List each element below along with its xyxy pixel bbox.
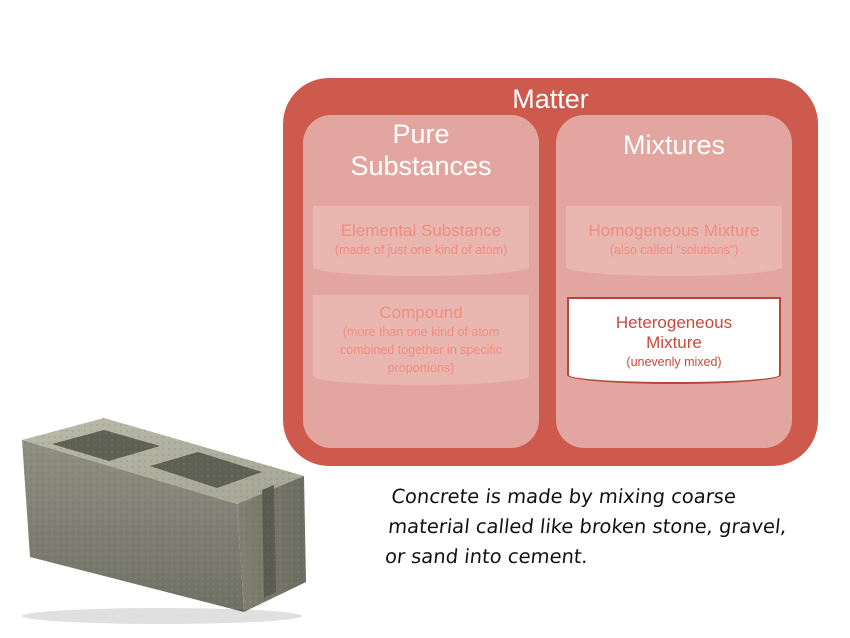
caption-line: or sand into cement. — [383, 545, 590, 568]
matter-box: Matter Pure Substances Elemental Substan… — [283, 78, 818, 466]
caption: Concrete is made by mixing coarse materi… — [384, 482, 813, 572]
heterogeneous-mixture-card: Heterogeneous Mixture (unevenly mixed) — [567, 297, 781, 384]
caption-line: material called like broken stone, grave… — [387, 515, 788, 538]
pure-substances-column: Pure Substances Elemental Substance (mad… — [303, 115, 539, 448]
elemental-substance-card: Elemental Substance (made of just one ki… — [313, 206, 529, 276]
compound-title: Compound — [379, 303, 463, 322]
compound-card: Compound (more than one kind of atom com… — [313, 295, 529, 385]
mixtures-column: Mixtures Homogeneous Mixture (also calle… — [556, 115, 792, 448]
elemental-substance-subtitle: (made of just one kind of atom) — [334, 243, 508, 257]
mixtures-title: Mixtures — [622, 130, 725, 160]
heterogeneous-mixture-title-line: Heterogeneous — [615, 313, 733, 332]
homogeneous-mixture-title: Homogeneous Mixture — [588, 221, 760, 240]
pure-substances-title: Pure Substances — [350, 119, 492, 181]
heterogeneous-mixture-subtitle: (unevenly mixed) — [626, 355, 722, 369]
compound-subtitle-line: (more than one kind of atom — [342, 325, 500, 339]
concrete-block-image — [22, 418, 306, 624]
compound-subtitle-line: proportions) — [387, 361, 455, 375]
caption-line: Concrete is made by mixing coarse — [390, 485, 738, 508]
compound-subtitle-line: combined together in specific — [340, 343, 502, 357]
homogeneous-mixture-subtitle: (also called “solutions”) — [609, 243, 739, 257]
heterogeneous-mixture-title-line: Mixture — [646, 333, 702, 352]
elemental-substance-title: Elemental Substance — [340, 221, 502, 240]
homogeneous-mixture-card: Homogeneous Mixture (also called “soluti… — [566, 206, 782, 276]
matter-title: Matter — [512, 84, 589, 114]
